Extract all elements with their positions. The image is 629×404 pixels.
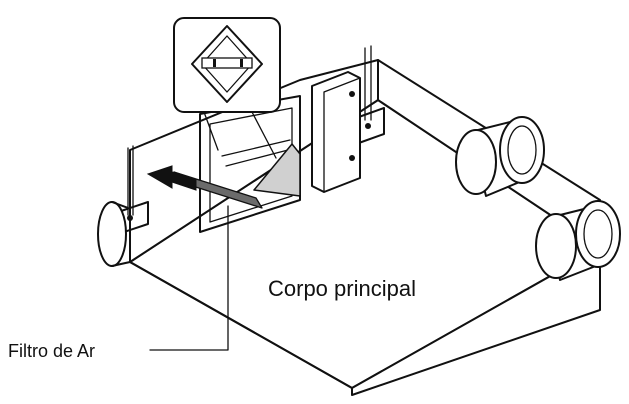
air-filter-label: Filtro de Ar — [8, 341, 95, 361]
removal-arrow-icon — [146, 165, 197, 191]
duct-lower-right — [535, 200, 621, 281]
heat-exchange-element — [253, 143, 301, 197]
air-filter-leader-line — [149, 205, 229, 351]
filter-marking-icon — [191, 25, 263, 103]
duct-upper-right — [455, 116, 545, 197]
duct-left — [97, 201, 131, 267]
control-box — [311, 71, 361, 193]
main-body-label: Corpo principal — [268, 276, 416, 301]
hanging-rods — [127, 45, 372, 216]
